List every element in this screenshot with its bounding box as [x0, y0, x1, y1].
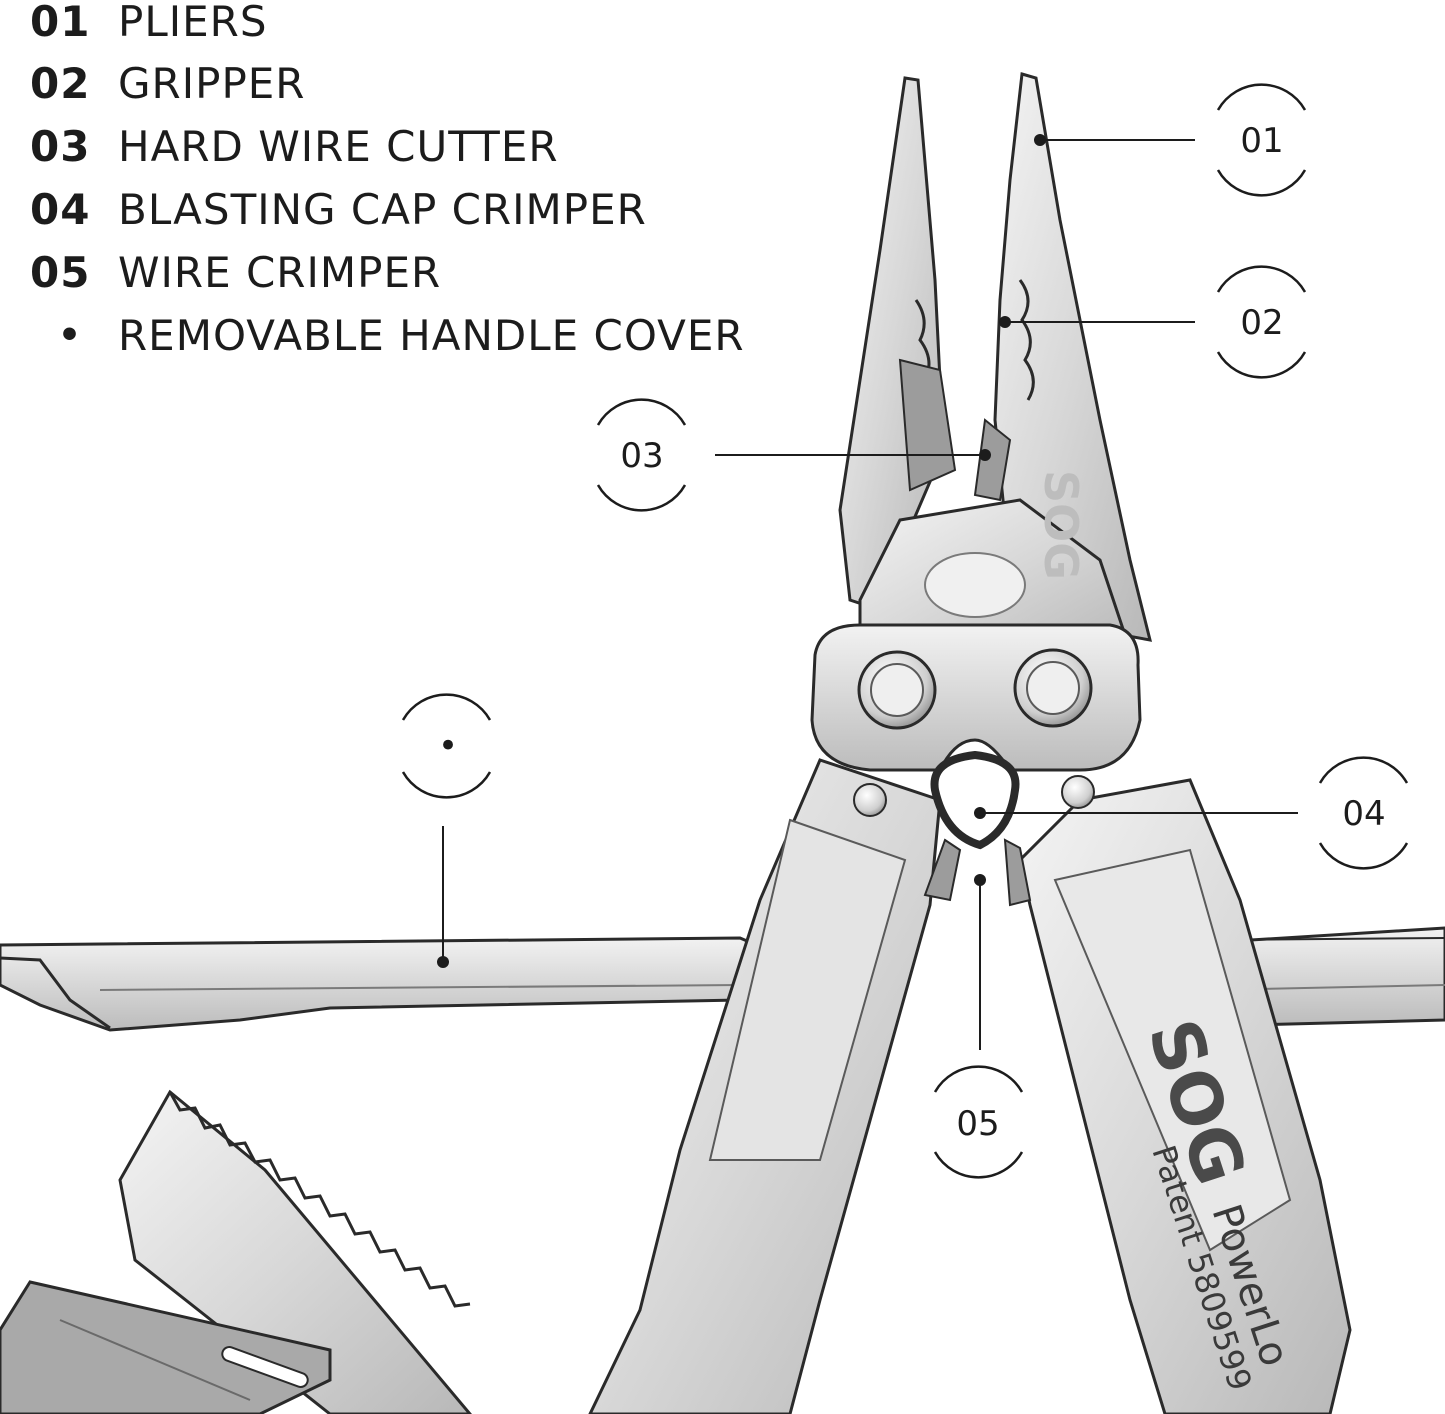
legend-number: 02 — [30, 58, 91, 108]
callout-05: 05 — [933, 874, 1024, 1179]
handle-cover-bar — [0, 936, 787, 1032]
legend-number: 03 — [30, 121, 91, 171]
jaw-brand-logo: SOG — [1034, 470, 1088, 580]
legend-label: PLIERS — [118, 0, 268, 46]
legend-item-wire-crimper: 05 WIRE CRIMPER — [30, 247, 441, 297]
pivot-head — [810, 498, 1142, 772]
legend-number: 01 — [30, 0, 91, 46]
legend-item-hard-wire-cutter: 03 HARD WIRE CUTTER — [30, 121, 559, 171]
legend-item-blasting-cap-crimper: 04 BLASTING CAP CRIMPER — [30, 184, 647, 234]
callout-04: 04 — [974, 756, 1409, 870]
legend-label: BLASTING CAP CRIMPER — [118, 184, 647, 234]
saw-blade — [118, 1089, 472, 1414]
callout-03-label: 03 — [620, 436, 663, 476]
callout-03: 03 — [596, 398, 991, 512]
plier-jaws — [838, 72, 1153, 642]
legend-number: 04 — [30, 184, 91, 234]
crimper-area — [853, 750, 1095, 907]
legend-label: WIRE CRIMPER — [118, 247, 442, 297]
legend-bullet: • — [57, 314, 82, 356]
callout-02-label: 02 — [1240, 303, 1283, 343]
callout-cover-label: • — [438, 726, 458, 766]
legend-label: HARD WIRE CUTTER — [118, 121, 559, 171]
legend-label: REMOVABLE HANDLE COVER — [118, 310, 745, 360]
left-handle — [588, 758, 942, 1414]
callout-cover: • — [401, 693, 492, 968]
callout-04-label: 04 — [1342, 794, 1385, 834]
legend-item-gripper: 02 GRIPPER — [30, 58, 306, 108]
legend-label: GRIPPER — [118, 58, 306, 108]
callout-01-label: 01 — [1240, 121, 1283, 161]
callout-01: 01 — [1034, 83, 1307, 197]
legend-item-pliers: 01 PLIERS — [30, 0, 268, 46]
callout-05-label: 05 — [956, 1104, 999, 1144]
file-tool — [0, 1280, 332, 1414]
legend-item-removable-handle-cover: • REMOVABLE HANDLE COVER — [30, 310, 745, 360]
callout-02: 02 — [999, 265, 1307, 379]
legend-number: 05 — [30, 247, 91, 297]
